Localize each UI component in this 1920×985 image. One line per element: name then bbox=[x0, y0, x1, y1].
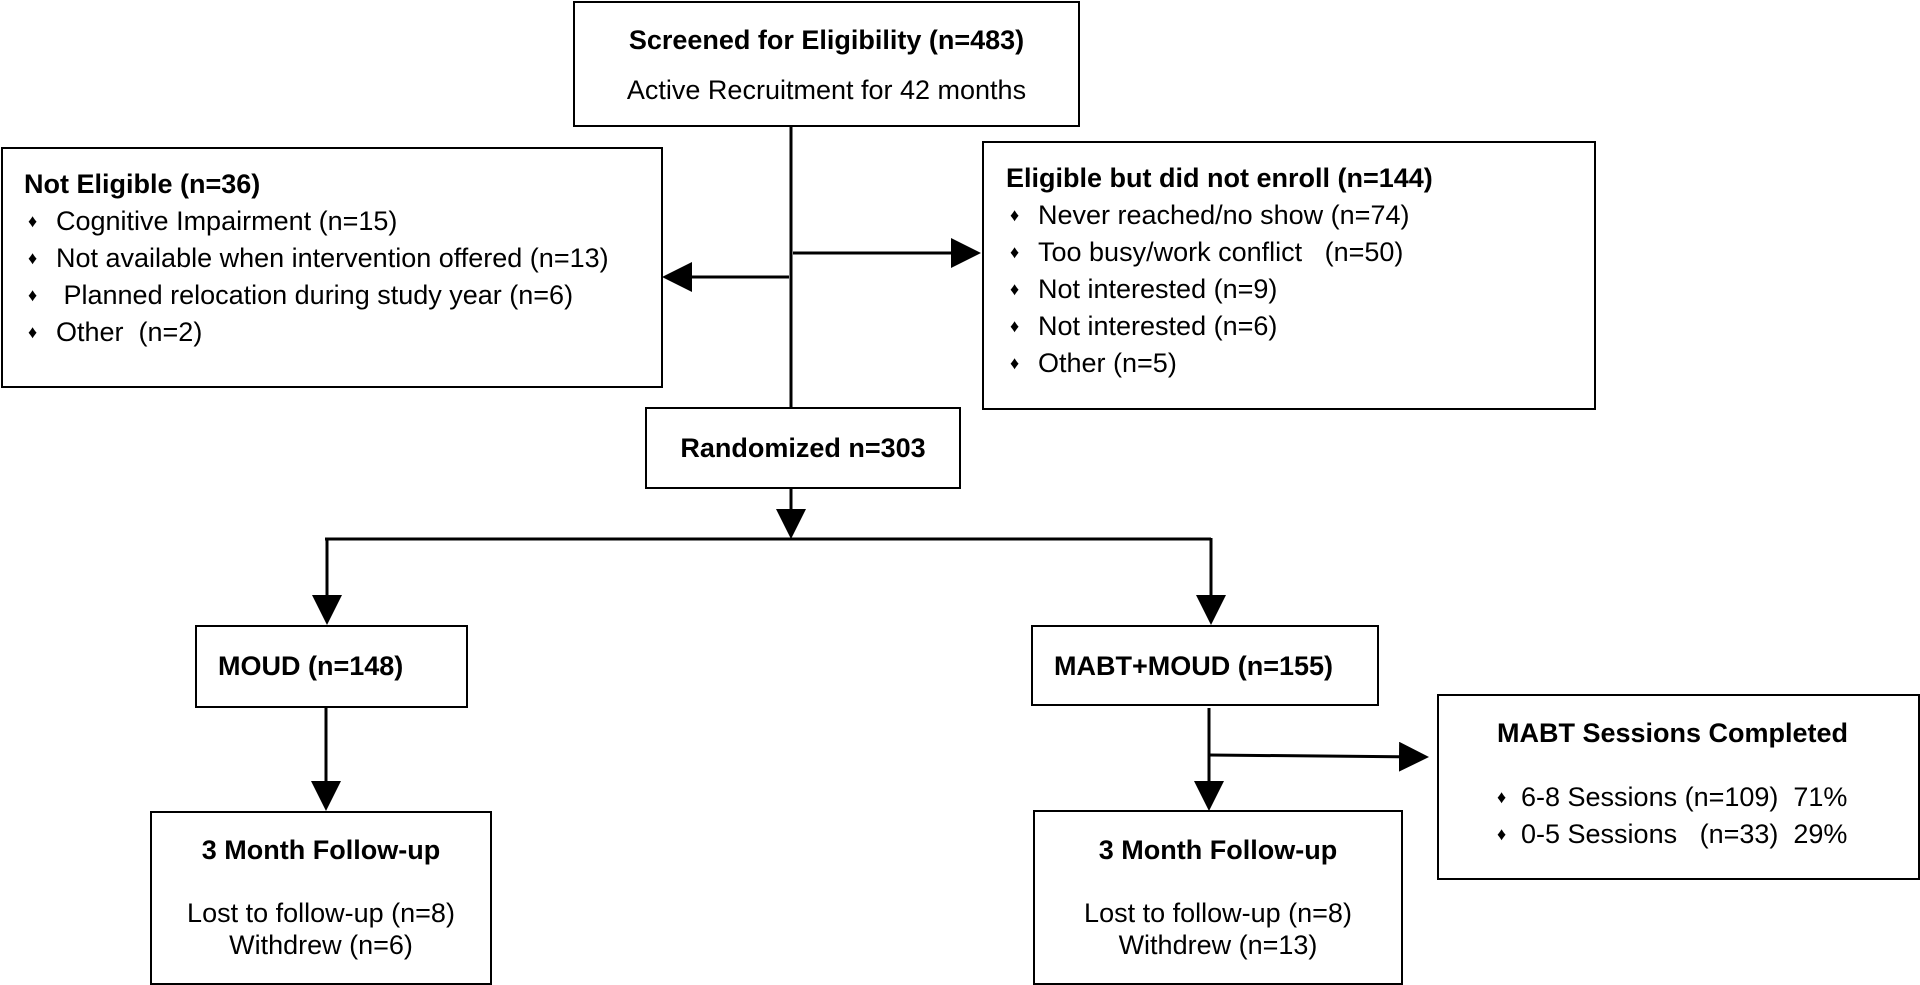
bullet-icon: ♦ bbox=[28, 248, 38, 268]
followup-left-lost: Lost to follow-up (n=8) bbox=[187, 898, 455, 928]
screened-title: Screened for Eligibility (n=483) bbox=[628, 25, 1025, 55]
followup-right-box: 3 Month Follow-up Lost to follow-up (n=8… bbox=[1033, 810, 1403, 985]
list-item: ♦Other (n=2) bbox=[24, 314, 661, 351]
followup-left-title: 3 Month Follow-up bbox=[201, 835, 441, 865]
not-eligible-box: Not Eligible (n=36) ♦Cognitive Impairmen… bbox=[1, 147, 663, 388]
list-item: ♦Too busy/work conflict (n=50) bbox=[1006, 234, 1594, 271]
sessions-box: MABT Sessions Completed ♦6-8 Sessions (n… bbox=[1437, 694, 1920, 880]
moud-box: MOUD (n=148) bbox=[195, 625, 468, 708]
bullet-icon: ♦ bbox=[1010, 205, 1020, 225]
randomized-label: Randomized n=303 bbox=[680, 433, 926, 463]
followup-left-withdrew: Withdrew (n=6) bbox=[229, 930, 413, 960]
bullet-icon: ♦ bbox=[28, 211, 38, 231]
randomized-box: Randomized n=303 bbox=[645, 407, 961, 489]
list-item: ♦Other (n=5) bbox=[1006, 345, 1594, 382]
mabt-moud-box: MABT+MOUD (n=155) bbox=[1031, 625, 1379, 706]
not-eligible-list: ♦Cognitive Impairment (n=15) ♦Not availa… bbox=[24, 203, 661, 351]
bullet-icon: ♦ bbox=[28, 322, 38, 342]
not-enrolled-box: Eligible but did not enroll (n=144) ♦Nev… bbox=[982, 141, 1596, 410]
list-item: ♦0-5 Sessions (n=33) 29% bbox=[1497, 816, 1918, 853]
bullet-icon: ♦ bbox=[1497, 787, 1507, 807]
list-item: ♦Cognitive Impairment (n=15) bbox=[24, 203, 661, 240]
bullet-icon: ♦ bbox=[28, 285, 38, 305]
followup-right-title: 3 Month Follow-up bbox=[1098, 835, 1338, 865]
sessions-title: MABT Sessions Completed bbox=[1497, 718, 1849, 748]
bullet-icon: ♦ bbox=[1497, 824, 1507, 844]
followup-left-box: 3 Month Follow-up Lost to follow-up (n=8… bbox=[150, 811, 492, 985]
moud-label: MOUD (n=148) bbox=[218, 651, 404, 681]
list-item: ♦6-8 Sessions (n=109) 71% bbox=[1497, 779, 1918, 816]
bullet-icon: ♦ bbox=[1010, 353, 1020, 373]
not-enrolled-list: ♦Never reached/no show (n=74) ♦Too busy/… bbox=[1006, 197, 1594, 382]
followup-right-lost: Lost to follow-up (n=8) bbox=[1084, 898, 1352, 928]
screened-box: Screened for Eligibility (n=483) Active … bbox=[573, 1, 1080, 127]
mabt-moud-label: MABT+MOUD (n=155) bbox=[1054, 651, 1334, 681]
bullet-icon: ♦ bbox=[1010, 242, 1020, 262]
not-eligible-title: Not Eligible (n=36) bbox=[24, 169, 261, 199]
arrow-to-sessions bbox=[1208, 741, 1429, 772]
list-item: ♦Never reached/no show (n=74) bbox=[1006, 197, 1594, 234]
followup-right-withdrew: Withdrew (n=13) bbox=[1118, 930, 1318, 960]
sessions-list: ♦6-8 Sessions (n=109) 71% ♦0-5 Sessions … bbox=[1497, 779, 1918, 853]
list-item: ♦ Planned relocation during study year (… bbox=[24, 277, 661, 314]
bullet-icon: ♦ bbox=[1010, 316, 1020, 336]
list-item: ♦Not interested (n=6) bbox=[1006, 308, 1594, 345]
list-item: ♦Not available when intervention offered… bbox=[24, 240, 661, 277]
bullet-icon: ♦ bbox=[1010, 279, 1020, 299]
screened-subtitle: Active Recruitment for 42 months bbox=[626, 75, 1027, 105]
list-item: ♦Not interested (n=9) bbox=[1006, 271, 1594, 308]
not-enrolled-title: Eligible but did not enroll (n=144) bbox=[1006, 163, 1433, 193]
